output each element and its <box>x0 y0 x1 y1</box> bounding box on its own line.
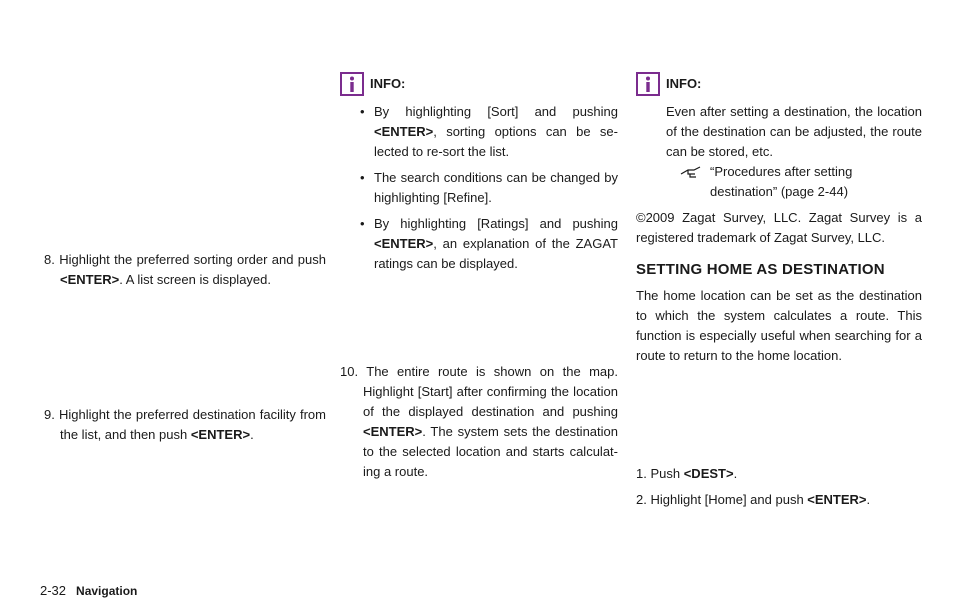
reference-hand-icon <box>680 166 701 178</box>
info-header: INFO: <box>340 72 618 96</box>
step-text-end: . <box>733 466 738 481</box>
reference-text: “Procedures after setting destination” (… <box>710 164 853 199</box>
step-text: Highlight the preferred sorting order an… <box>59 252 326 267</box>
step-text: Highlight the preferred destination faci… <box>58 407 326 442</box>
info-text: Even after setting a destination, the lo… <box>666 104 922 159</box>
info-block-right: INFO: Even after setting a destination, … <box>636 72 922 366</box>
step-1: 1. Push <DEST>. <box>636 464 922 484</box>
step-text: Push <box>650 466 684 481</box>
info-icon <box>636 72 660 96</box>
info-bullet-ratings: By highlighting [Ratings] and pushing <E… <box>360 214 618 274</box>
step-2: 2. Highlight [Home] and push <ENTER>. <box>636 490 922 510</box>
step-number: 2. <box>636 492 647 507</box>
info-label: INFO: <box>666 76 702 91</box>
bullet-text: By highlighting [Ratings] and pushing <box>374 216 618 231</box>
step-text-end: . <box>250 427 254 442</box>
step-10: 10. The entire route is shown on the map… <box>340 362 618 482</box>
info-block-middle: INFO: By highlighting [Sort] and pushing… <box>340 72 618 280</box>
step-number: 9. <box>44 407 55 422</box>
info-header: INFO: <box>636 72 922 96</box>
bullet-text: By highlighting [Sort] and pushing <box>374 104 618 119</box>
step-number: 8. <box>44 252 55 267</box>
bullet-text-end: , sorting options can be se-lected to re… <box>374 124 618 159</box>
step-text-end: . A list screen is displayed. <box>119 272 271 287</box>
step-9: 9. Highlight the preferred destination f… <box>44 405 326 445</box>
steps-home: 1. Push <DEST>. 2. Highlight [Home] and … <box>636 464 922 510</box>
step-number: 10. <box>340 364 359 379</box>
info-label: INFO: <box>370 76 406 91</box>
step-text: The entire route is shown on the map. Hi… <box>363 364 618 419</box>
info-bullet-sort: By highlighting [Sort] and pushing <ENTE… <box>360 102 618 162</box>
bullet-text: The search conditions can be changed by … <box>374 170 618 205</box>
section-title: SETTING HOME AS DESTINATION <box>636 261 885 278</box>
info-bullet-list: By highlighting [Sort] and pushing <ENTE… <box>360 102 618 274</box>
key-dest: <DEST> <box>683 466 734 481</box>
key-enter: <ENTER> <box>374 124 434 139</box>
step-text: Highlight [Home] and push <box>650 492 808 507</box>
step-number: 1. <box>636 466 647 481</box>
copyright-note: ©2009 Zagat Survey, LLC. Zagat Survey is… <box>636 210 922 245</box>
page-reference: “Procedures after setting destination” (… <box>666 162 922 202</box>
info-bullet-refine: The search conditions can be changed by … <box>360 168 618 208</box>
section-body: The home location can be set as the dest… <box>636 288 922 363</box>
step-8: 8. Highlight the preferred sorting order… <box>44 250 326 290</box>
key-enter: <ENTER> <box>807 492 867 507</box>
footer-section-title: Navigation <box>76 584 138 598</box>
step-text-end: . The system sets the destination to the… <box>363 424 618 479</box>
info-icon <box>340 72 364 96</box>
key-enter: <ENTER> <box>363 424 423 439</box>
page-footer: 2-32 Navigation <box>40 581 137 601</box>
bullet-text-end: , an explanation of the ZAGAT ratings ca… <box>374 236 618 271</box>
key-enter: <ENTER> <box>60 272 120 287</box>
key-enter: <ENTER> <box>190 427 251 442</box>
page-number: 2-32 <box>40 583 67 598</box>
key-enter: <ENTER> <box>374 236 434 251</box>
step-text-end: . <box>866 492 871 507</box>
